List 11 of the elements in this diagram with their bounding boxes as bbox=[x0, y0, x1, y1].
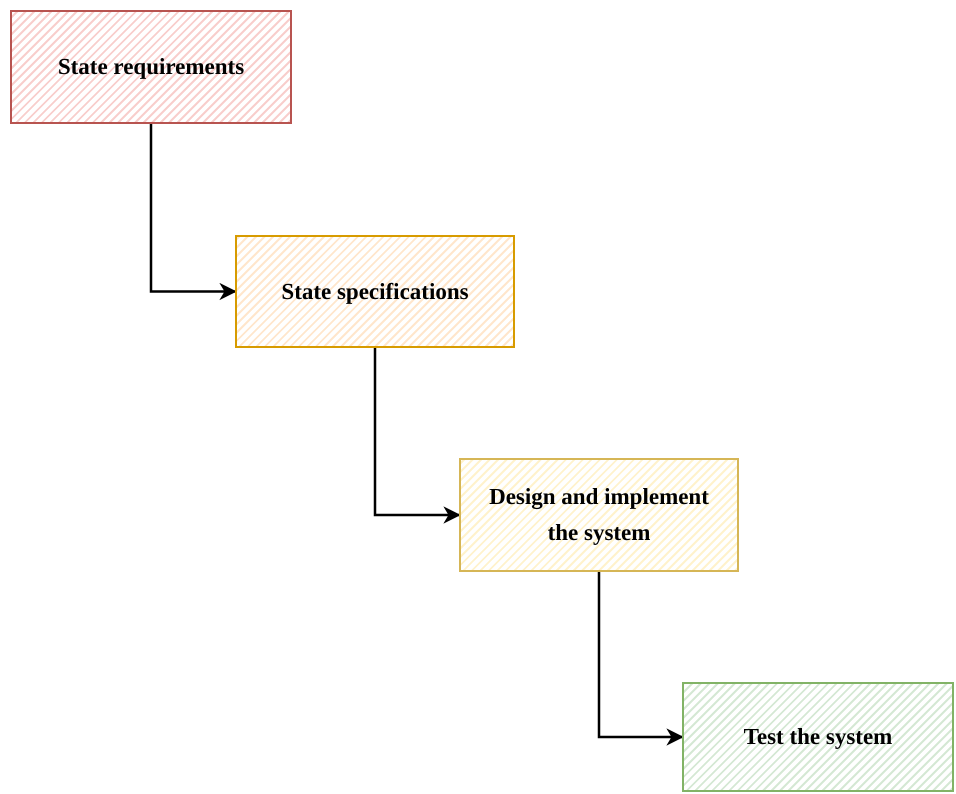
process-box bbox=[459, 458, 739, 572]
box-label: Test the system bbox=[744, 723, 892, 751]
process-box bbox=[682, 682, 954, 792]
box-label: State specifications bbox=[281, 278, 469, 306]
box-label: State requirements bbox=[58, 53, 244, 81]
box-label: Design and implement the system bbox=[488, 483, 710, 547]
process-box bbox=[235, 235, 515, 348]
arrow bbox=[598, 572, 684, 746]
process-box bbox=[10, 10, 292, 124]
arrow bbox=[374, 348, 461, 524]
arrow bbox=[150, 124, 237, 300]
